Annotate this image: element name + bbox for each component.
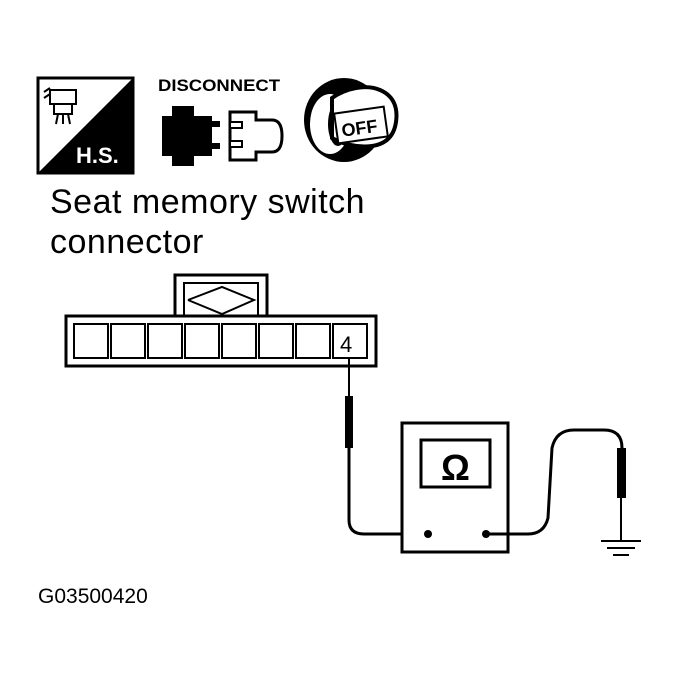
ohmmeter: Ω <box>400 421 510 554</box>
harness-side-icon: H.S. <box>36 76 135 175</box>
ohm-symbol: Ω <box>441 447 470 488</box>
connector-terminals <box>73 323 368 359</box>
terminal-cell <box>147 323 183 359</box>
terminal-cell <box>258 323 294 359</box>
harness-side-label: H.S. <box>76 143 119 168</box>
terminal-cell <box>184 323 220 359</box>
disconnect-icon: DISCONNECT <box>158 76 284 166</box>
terminal-4-label: 4 <box>340 332 352 357</box>
connector-title-line1: Seat memory switch <box>50 183 366 221</box>
connector-title-line2: connector <box>50 223 204 261</box>
connector-title: Seat memory switch connector <box>50 182 365 262</box>
ground-test-lead <box>486 428 626 540</box>
meter-terminal-positive <box>424 530 432 538</box>
terminal-cell <box>221 323 257 359</box>
ignition-off-label: OFF <box>340 116 378 141</box>
terminal-cell <box>295 323 331 359</box>
disconnect-label: DISCONNECT <box>158 76 281 95</box>
terminal-cell <box>73 323 109 359</box>
ignition-off-icon: OFF <box>304 78 399 162</box>
terminal-cell-4 <box>332 323 368 359</box>
harness-connector-sketch-icon <box>43 87 77 125</box>
figure-code: G03500420 <box>38 585 148 608</box>
ground-icon <box>601 540 641 556</box>
positive-test-lead <box>345 358 428 536</box>
terminal-cell <box>110 323 146 359</box>
seat-memory-switch-connector: 4 <box>64 273 378 368</box>
